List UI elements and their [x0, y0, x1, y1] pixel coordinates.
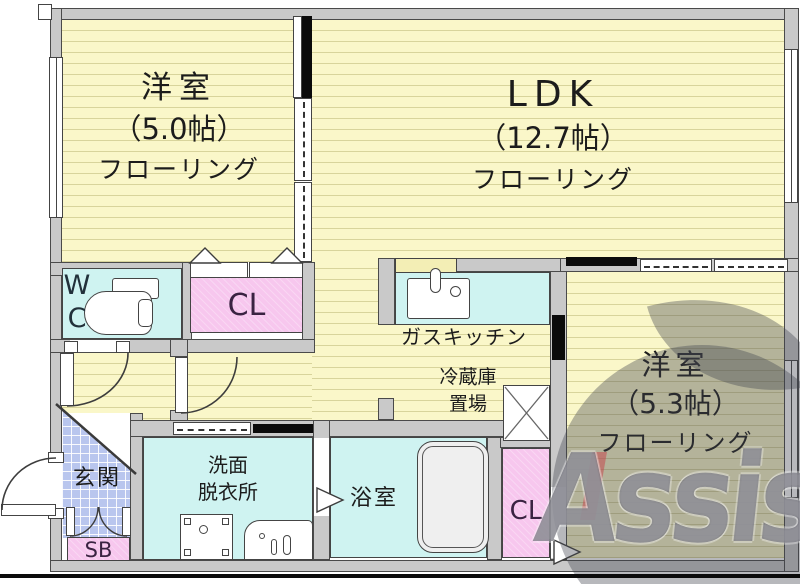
washer-corner	[184, 549, 191, 556]
kitchen-label: ガスキッチン	[401, 325, 527, 349]
room-name: 洋室	[641, 348, 710, 382]
entrance-door-jamb	[48, 452, 64, 463]
washroom-label-line2: 脱衣所	[198, 480, 258, 504]
shoebox-door-leaf	[122, 507, 131, 536]
black-wall-washroom-top	[253, 424, 313, 433]
window-se-right	[784, 360, 798, 498]
wc-door-jamb	[116, 341, 130, 353]
room-size: （5.0帖）	[112, 111, 246, 146]
shoe-box-label: SB	[84, 538, 113, 562]
sliding-door-dash	[303, 186, 305, 258]
fridge-label-line1: 冷蔵庫	[439, 366, 497, 388]
washroom-label: 洗面 脱衣所	[155, 452, 301, 506]
bathtub-inner	[422, 446, 484, 548]
corner-notch	[38, 4, 52, 20]
window-nw-left	[49, 57, 63, 218]
entrance-door-leaf	[1, 504, 56, 516]
kitchen-faucet	[430, 268, 441, 293]
wall-kitchen-stub	[378, 258, 395, 325]
wall-bathroom-top	[315, 420, 505, 437]
sliding-door-se-1	[640, 259, 712, 272]
bottom-border-line	[0, 574, 800, 578]
bathroom-label: 浴室	[349, 486, 398, 511]
sliding-door-dash	[717, 265, 785, 268]
se-room-door-opening	[551, 487, 566, 558]
western-room-se-label: 洋室 （5.3帖） フローリング	[567, 348, 784, 478]
vanity-faucet	[271, 539, 277, 555]
ldk-floor	[312, 20, 784, 258]
sliding-door-dash	[303, 102, 305, 177]
wall-kitchen-stub-lower	[378, 398, 394, 420]
closet-south-label: CL	[509, 496, 543, 526]
wall-stub-corridor-top	[170, 339, 188, 357]
sliding-door-partition-2	[294, 182, 312, 262]
washer-dial	[199, 525, 208, 534]
washing-machine	[180, 514, 233, 560]
wall-bottom	[50, 560, 799, 572]
closet-south	[502, 448, 550, 558]
wall-bathroom-closet-divider	[487, 437, 502, 560]
washer-corner	[184, 518, 191, 525]
room-size: （5.3帖）	[611, 387, 740, 421]
wall-top	[50, 8, 799, 20]
closet-north-door-2	[249, 262, 303, 278]
shoe-box	[67, 537, 130, 561]
room-size: （12.7帖）	[477, 121, 629, 156]
partition-white-strip	[293, 16, 302, 98]
black-wall-ldk-bottom	[566, 257, 637, 266]
kitchen-hanging-cabinet	[395, 258, 457, 273]
entrance-label: 玄関	[72, 466, 121, 491]
window-ldk-right	[784, 49, 798, 203]
sliding-door-dash	[177, 428, 247, 431]
vanity-faucet	[283, 535, 291, 555]
washer-corner	[222, 518, 229, 525]
room-floor-type: フローリング	[471, 164, 634, 194]
vanity-drain	[259, 533, 265, 539]
sliding-door-washroom	[173, 422, 251, 435]
entrance-door-arc	[1, 457, 57, 511]
western-room-nw-floor	[62, 20, 296, 262]
fridge-label: 冷蔵庫 置場	[428, 364, 508, 418]
washer-corner	[222, 549, 229, 556]
black-wall-se-left	[552, 315, 565, 360]
vanity-sink	[244, 520, 313, 560]
room-name: LDK	[506, 74, 600, 115]
wc-label-line2: C	[67, 303, 87, 334]
black-wall-partition	[300, 16, 312, 98]
shoebox-door-leaf	[66, 507, 75, 536]
corridor-floor	[188, 353, 312, 420]
window-glazing-line	[56, 58, 57, 217]
wc-door-opening	[70, 340, 130, 352]
wc-label: W C	[63, 269, 91, 335]
kitchen-drain	[450, 286, 461, 297]
western-room-se-floor	[567, 272, 784, 558]
room-name: 洋室	[141, 70, 217, 106]
wc-door-jamb	[64, 341, 78, 353]
closet-north-label: CL	[227, 288, 266, 323]
closet-north-door-1	[190, 262, 248, 278]
ldk-label: LDK （12.7帖） フローリング	[383, 74, 723, 204]
wc-label-line1: W	[63, 270, 91, 301]
bathtub	[417, 441, 489, 553]
bathroom-door-opening	[314, 438, 329, 516]
fridge-label-line2: 置場	[448, 393, 487, 415]
toilet-handle	[138, 299, 153, 327]
wc-door-leaf	[60, 353, 74, 406]
corridor-door-leaf	[175, 357, 188, 413]
wall-kitchen-top	[456, 258, 567, 272]
sliding-door-dash	[643, 265, 709, 268]
washroom-label-line1: 洗面	[208, 453, 248, 477]
fridge-space-box	[503, 385, 550, 441]
hallway-floor	[62, 353, 188, 413]
sliding-door-se-2	[714, 259, 788, 272]
room-floor-type: フローリング	[97, 154, 260, 184]
sliding-door-partition-1	[294, 98, 312, 181]
western-room-nw-label: 洋室 （5.0帖） フローリング	[62, 70, 296, 200]
window-glazing-line	[791, 50, 792, 202]
room-floor-type: フローリング	[597, 429, 754, 458]
closet-north	[190, 277, 303, 333]
window-glazing-line	[791, 361, 792, 497]
